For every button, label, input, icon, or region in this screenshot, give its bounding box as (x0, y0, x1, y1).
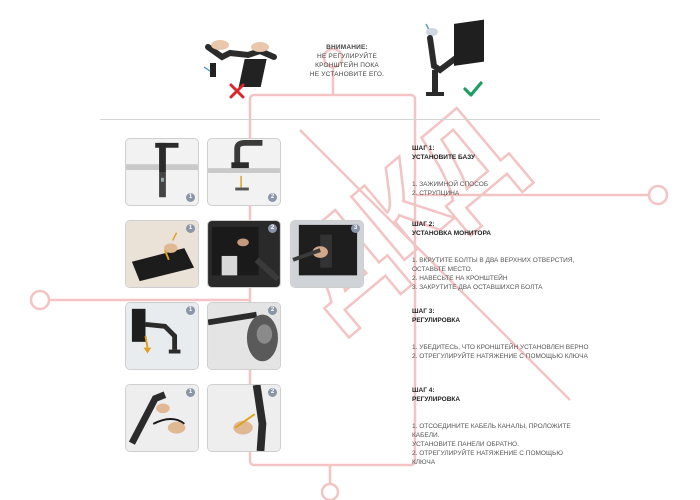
step-title: УСТАНОВКА МОНИТОРА (412, 230, 491, 237)
step-badge: 2 (268, 193, 277, 202)
step-line: 2. ОТРЕГУЛИРУЙТЕ НАТЯЖЕНИЕ С ПОМОЩЬЮ (412, 450, 563, 457)
step-badge: 1 (186, 306, 195, 315)
step-line: 1. ВКРУТИТЕ БОЛТЫ В ДВА ВЕРХНИХ ОТВЕРСТИ… (412, 257, 575, 264)
step-badge: 2 (268, 306, 277, 315)
step3-image-check: 1 (125, 302, 199, 370)
step-badge: 3 (351, 224, 360, 233)
step-title: РЕГУЛИРОВКА (412, 317, 461, 324)
step-line: УСТАНОВИТЕ ПАНЕЛИ ОБРАТНО. (412, 441, 519, 448)
step-line: ОСТАВЬТЕ МЕСТО. (412, 266, 473, 273)
step-line: КАБЕЛИ. (412, 432, 440, 439)
right-check-icon (462, 80, 484, 98)
step-1-text: ШАГ 1: УСТАНОВИТЕ БАЗУ 1. ЗАЖИМНОЙ СПОСО… (412, 144, 592, 198)
step2-image-hang: 2 (207, 220, 281, 288)
step-badge: 1 (186, 193, 195, 202)
step-label: ШАГ 1: (412, 145, 435, 152)
step-3-text: ШАГ 3: РЕГУЛИРОВКА 1. УБЕДИТЕСЬ, ЧТО КРО… (412, 307, 592, 361)
step-line: 2. ОТРЕГУЛИРУЙТЕ НАТЯЖЕНИЕ С ПОМОЩЬЮ КЛЮ… (412, 353, 588, 360)
step3-image-tension: 2 (207, 302, 281, 370)
step-line: 2. СТРУПЦИНА (412, 190, 460, 197)
step2-image-screws: 1 (125, 220, 199, 288)
step-title: УСТАНОВИТЕ БАЗУ (412, 154, 476, 161)
warning-text: ВНИМАНИЕ: НЕ РЕГУЛИРУЙТЕ КРОНШТЕЙН ПОКА … (306, 43, 388, 79)
step-badge: 2 (268, 388, 277, 397)
step-label: ШАГ 4: (412, 387, 435, 394)
step-4-text: ШАГ 4: РЕГУЛИРОВКА 1. ОТСОЕДИНИТЕ КАБЕЛЬ… (412, 386, 592, 467)
step-title: РЕГУЛИРОВКА (412, 396, 461, 403)
right-illustration (410, 18, 490, 100)
step-badge: 2 (268, 224, 277, 233)
step-line: 1. УБЕДИТЕСЬ, ЧТО КРОНШТЕЙН УСТАНОВЛЕН В… (412, 344, 589, 351)
step4-image-wrench: 2 (207, 384, 281, 452)
warning-line: НЕ РЕГУЛИРУЙТЕ (317, 53, 377, 60)
warning-title: ВНИМАНИЕ: (326, 44, 368, 51)
step-label: ШАГ 2: (412, 221, 435, 228)
step1-image-clamp: 1 (125, 138, 199, 206)
step-badge: 1 (186, 224, 195, 233)
step2-image-tighten: 3 (290, 220, 364, 288)
step-badge: 1 (186, 388, 195, 397)
step-line: КЛЮЧА (412, 459, 436, 466)
step-line: 1. ОТСОЕДИНИТЕ КАБЕЛЬ КАНАЛЫ, ПРОЛОЖИТЕ (412, 423, 571, 430)
warning-line: КРОНШТЕЙН ПОКА (315, 62, 379, 69)
step-line: 1. ЗАЖИМНОЙ СПОСОБ (412, 181, 489, 188)
divider (100, 119, 600, 120)
wrong-cross-icon (228, 82, 246, 100)
step-line: 3. ЗАКРУТИТЕ ДВА ОСТАВШИХСЯ БОЛТА (412, 284, 543, 291)
step-line: 2. НАВЕСЬТЕ НА КРОНШТЕЙН (412, 275, 508, 282)
step4-image-cables: 1 (125, 384, 199, 452)
wrong-illustration (200, 15, 280, 105)
warning-line: НЕ УСТАНОВИТЕ ЕГО. (309, 71, 385, 78)
step-2-text: ШАГ 2: УСТАНОВКА МОНИТОРА 1. ВКРУТИТЕ БО… (412, 220, 592, 292)
step-label: ШАГ 3: (412, 308, 435, 315)
step1-image-grommet: 2 (207, 138, 281, 206)
